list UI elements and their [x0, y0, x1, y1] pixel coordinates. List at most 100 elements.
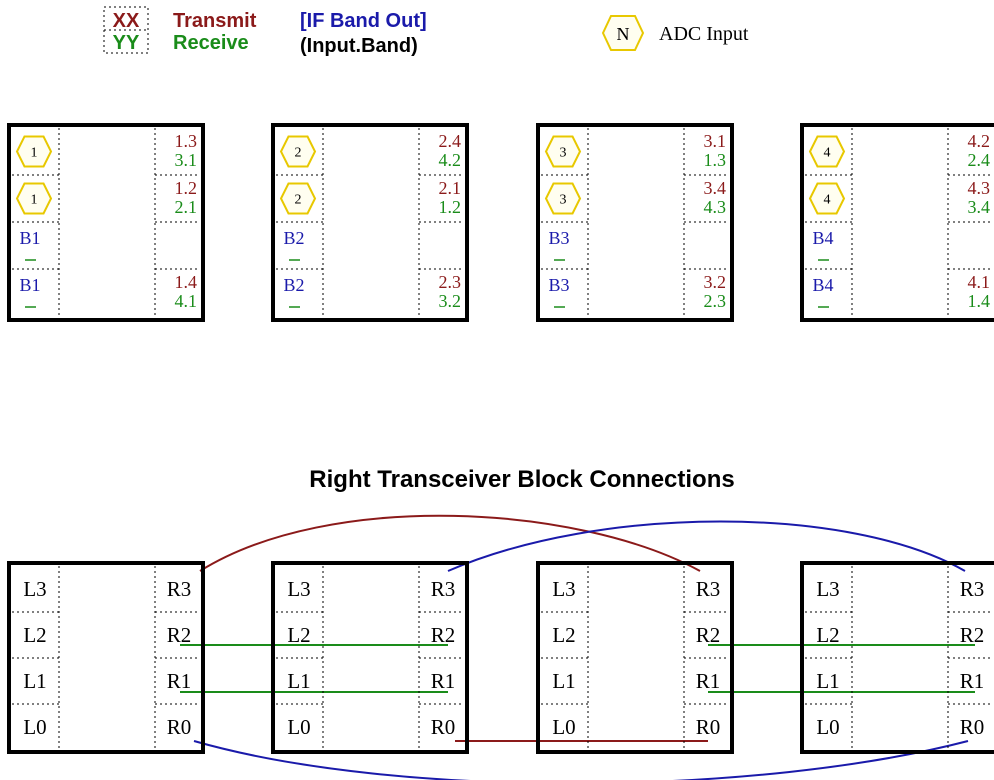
left-port-label: L1 — [552, 669, 575, 693]
left-port-label: L2 — [552, 623, 575, 647]
legend-adc-symbol: N — [617, 24, 630, 44]
right-port-label: R3 — [960, 577, 985, 601]
right-port-label: R3 — [167, 577, 192, 601]
receive-code: 3.2 — [439, 291, 462, 311]
adc-input-number: 2 — [295, 146, 302, 161]
receive-code: 4.3 — [704, 197, 727, 217]
input-block-border — [536, 123, 734, 322]
transmit-code: 3.2 — [704, 272, 727, 292]
transmit-code: 3.1 — [704, 131, 727, 151]
left-port-label: L0 — [23, 715, 46, 739]
adc-hex-icon — [808, 182, 846, 215]
receive-code: 2.1 — [175, 197, 198, 217]
adc-input-number: 4 — [824, 193, 831, 208]
transceiver-block-border — [271, 561, 469, 754]
right-port-label: R2 — [960, 623, 985, 647]
left-port-label: L3 — [23, 577, 46, 601]
left-port-label: L0 — [287, 715, 310, 739]
band-label: B4 — [812, 228, 833, 248]
right-port-label: R0 — [431, 715, 456, 739]
band-label: B3 — [548, 275, 569, 295]
receive-code: 4.2 — [439, 150, 462, 170]
right-port-label: R3 — [431, 577, 456, 601]
right-port-label: R1 — [167, 669, 192, 693]
legend-input-band: (Input.Band) — [300, 35, 418, 57]
transmit-code: 4.2 — [968, 131, 991, 151]
adc-input-number: 3 — [560, 193, 567, 208]
receive-code: 3.4 — [968, 197, 991, 217]
left-port-label: L1 — [816, 669, 839, 693]
left-port-label: L2 — [287, 623, 310, 647]
band-label: B1 — [19, 275, 40, 295]
connection-b1r0-b4r0 — [193, 740, 969, 780]
receive-code: 1.2 — [439, 197, 462, 217]
left-port-label: L0 — [816, 715, 839, 739]
left-port-label: L0 — [552, 715, 575, 739]
right-port-label: R0 — [960, 715, 985, 739]
left-port-label: L1 — [23, 669, 46, 693]
transceiver-block-border — [7, 561, 205, 754]
adc-input-number: 1 — [31, 146, 38, 161]
section-title: Right Transceiver Block Connections — [309, 466, 734, 493]
input-block-border — [800, 123, 994, 322]
transmit-code: 1.2 — [175, 178, 198, 198]
right-port-label: R0 — [167, 715, 192, 739]
receive-code: 1.4 — [968, 291, 991, 311]
adc-hex-icon — [279, 182, 317, 215]
transmit-code: 1.3 — [175, 131, 198, 151]
receive-code: 1.3 — [704, 150, 727, 170]
left-port-label: L3 — [552, 577, 575, 601]
input-block-border — [7, 123, 205, 322]
right-port-label: R3 — [696, 577, 721, 601]
right-port-label: R2 — [696, 623, 721, 647]
connection-b2r3-b4r3 — [447, 520, 966, 572]
band-label: B3 — [548, 228, 569, 248]
transmit-code: 2.3 — [439, 272, 462, 292]
band-label: B2 — [283, 228, 304, 248]
connections — [180, 514, 975, 780]
legend-adc-label: ADC Input — [659, 23, 749, 45]
adc-hex-icon — [15, 182, 53, 215]
adc-input-number: 2 — [295, 193, 302, 208]
transceiver-block-border — [800, 561, 994, 754]
legend-xx: XX — [113, 10, 140, 32]
transmit-code: 1.4 — [175, 272, 198, 292]
left-port-label: L3 — [816, 577, 839, 601]
transmit-code: 2.1 — [439, 178, 462, 198]
right-port-label: R0 — [696, 715, 721, 739]
adc-hex-icon — [544, 182, 582, 215]
adc-hex-icon — [808, 135, 846, 168]
legend-transmit: Transmit — [173, 10, 257, 32]
adc-hex-icon — [544, 135, 582, 168]
right-port-label: R1 — [696, 669, 721, 693]
transmit-code: 4.3 — [968, 178, 991, 198]
left-port-label: L2 — [23, 623, 46, 647]
connection-b1r3-b3r3 — [199, 514, 701, 572]
transmit-code: 2.4 — [439, 131, 462, 151]
legend-yy: YY — [113, 32, 140, 54]
right-port-label: R1 — [960, 669, 985, 693]
legend-adc-hex-icon — [601, 15, 645, 51]
adc-hex-icon — [279, 135, 317, 168]
transmit-code: 3.4 — [704, 178, 727, 198]
receive-code: 4.1 — [175, 291, 198, 311]
input-blocks: 11B1B11.33.11.22.11.44.122B2B22.44.22.11… — [7, 123, 994, 322]
adc-input-number: 1 — [31, 193, 38, 208]
adc-hex-icon — [15, 135, 53, 168]
band-label: B4 — [812, 275, 833, 295]
left-port-label: L2 — [816, 623, 839, 647]
band-label: B2 — [283, 275, 304, 295]
legend-receive: Receive — [173, 32, 249, 54]
right-port-label: R2 — [167, 623, 192, 647]
receive-code: 2.3 — [704, 291, 727, 311]
receive-code: 2.4 — [968, 150, 991, 170]
